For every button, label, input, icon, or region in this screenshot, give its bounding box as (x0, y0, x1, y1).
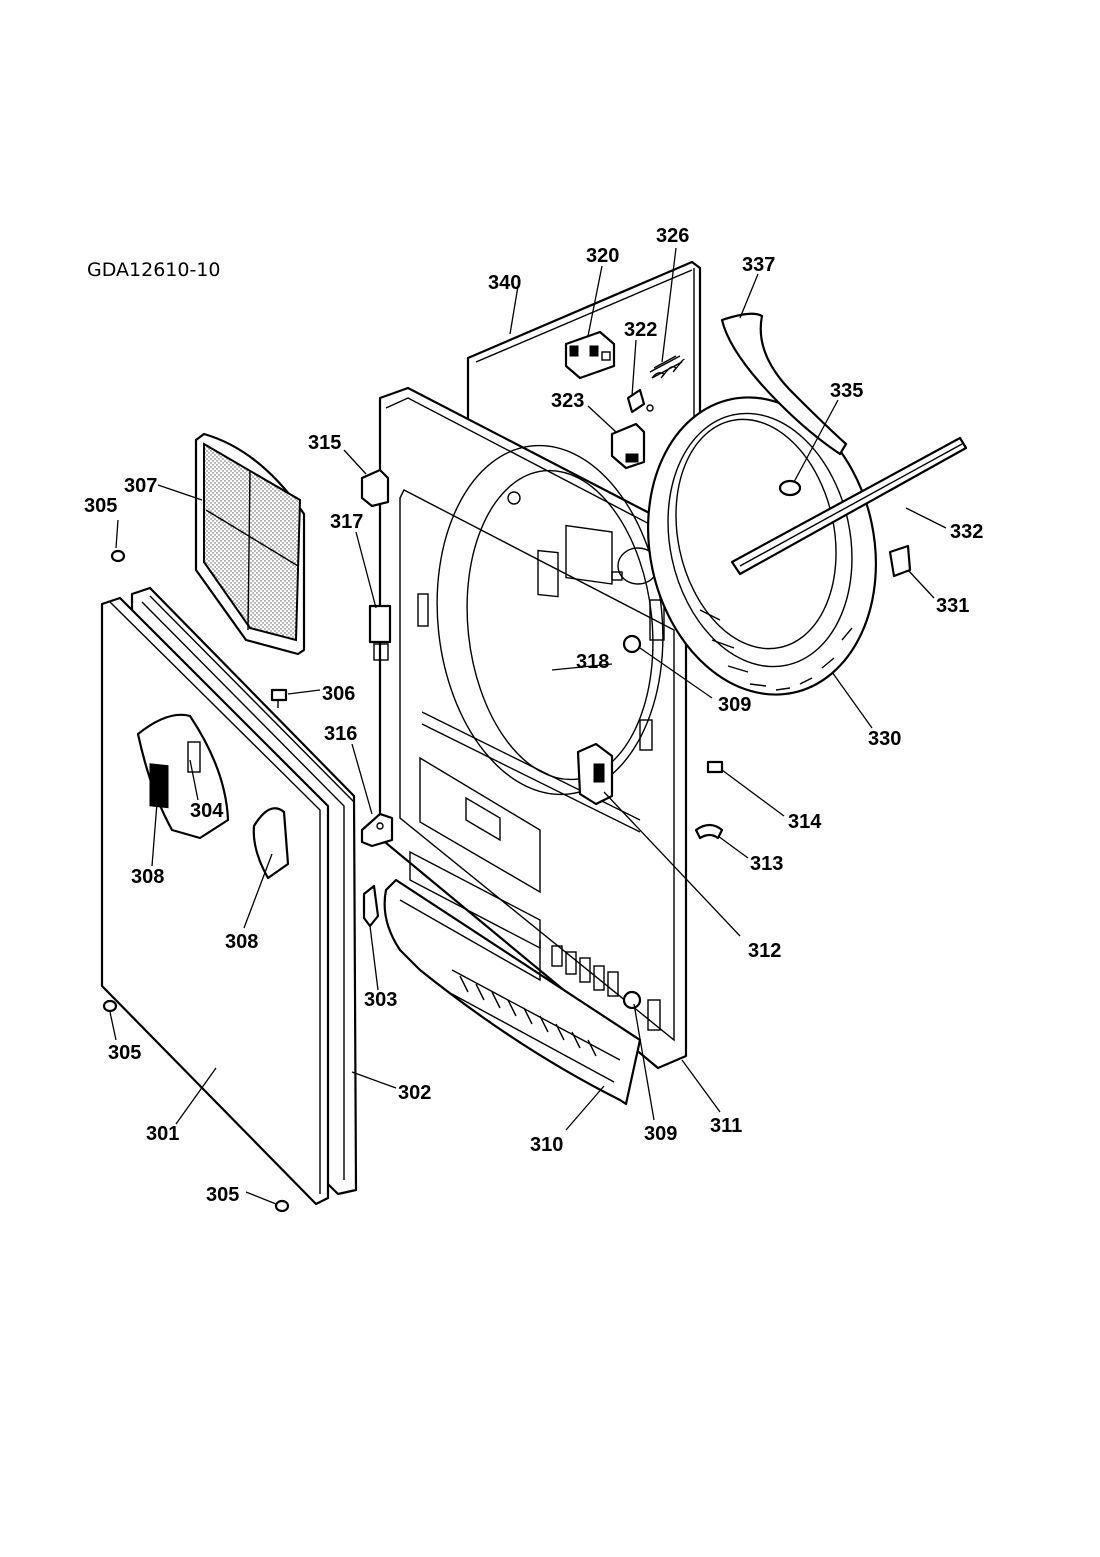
latch-bracket (610, 422, 646, 470)
callout-322: 322 (624, 319, 657, 341)
door-stop-lower (622, 990, 642, 1010)
callout-306: 306 (322, 683, 355, 705)
callout-309-upper: 309 (718, 694, 751, 716)
callout-310: 310 (530, 1134, 563, 1156)
seal-clip (778, 479, 802, 497)
callout-303: 303 (364, 989, 397, 1011)
callout-308-right: 308 (225, 931, 258, 953)
front-frame (378, 386, 688, 1070)
callout-316-label-317: 317 (330, 511, 363, 533)
callout-305-middle: 305 (108, 1042, 141, 1064)
door-stop-upper (622, 634, 642, 654)
fluff-filter (194, 432, 306, 656)
door-catch (576, 742, 614, 806)
upper-hinge (360, 468, 390, 508)
callout-323: 323 (551, 390, 584, 412)
door-pin (270, 688, 288, 708)
drawing-code: GDA12610-10 (87, 259, 221, 281)
cap-bottom (274, 1199, 290, 1213)
callout-332: 332 (950, 521, 983, 543)
callout-340: 340 (488, 272, 521, 294)
door-switch (564, 330, 616, 380)
callout-337: 337 (742, 254, 775, 276)
callout-304: 304 (190, 800, 224, 822)
small-bracket (888, 544, 912, 578)
callout-330: 330 (868, 728, 901, 750)
callout-313: 313 (750, 853, 783, 875)
callout-309-lower: 309 (644, 1123, 677, 1145)
callout-335: 335 (830, 380, 863, 402)
callout-308-left: 308 (131, 866, 164, 888)
support-rail (730, 436, 968, 576)
cap-top (110, 549, 126, 563)
callout-314: 314 (788, 811, 822, 833)
callout-305-bottom: 305 (206, 1184, 239, 1206)
callout-305-top: 305 (84, 495, 117, 517)
kick-panel (383, 878, 642, 1106)
callout-301: 301 (146, 1123, 179, 1145)
door-magnet (368, 604, 392, 661)
callout-331: 331 (936, 595, 969, 617)
callout-315: 315 (308, 432, 341, 454)
cap-middle (102, 999, 118, 1013)
callout-320: 320 (586, 245, 619, 267)
small-pin (706, 760, 724, 774)
callout-316: 316 (324, 723, 357, 745)
leader-lines (109, 247, 947, 1205)
spring (649, 355, 685, 379)
cable-clip (694, 823, 724, 840)
callout-326: 326 (656, 225, 689, 247)
callout-311: 311 (710, 1115, 742, 1137)
callout-318: 318 (576, 651, 609, 673)
callout-307: 307 (124, 475, 157, 497)
door-hook (362, 884, 380, 928)
callout-312: 312 (748, 940, 781, 962)
lower-hinge (360, 812, 394, 848)
felt-seal (720, 312, 848, 456)
callout-302: 302 (398, 1082, 431, 1104)
outer-door (100, 596, 330, 1206)
